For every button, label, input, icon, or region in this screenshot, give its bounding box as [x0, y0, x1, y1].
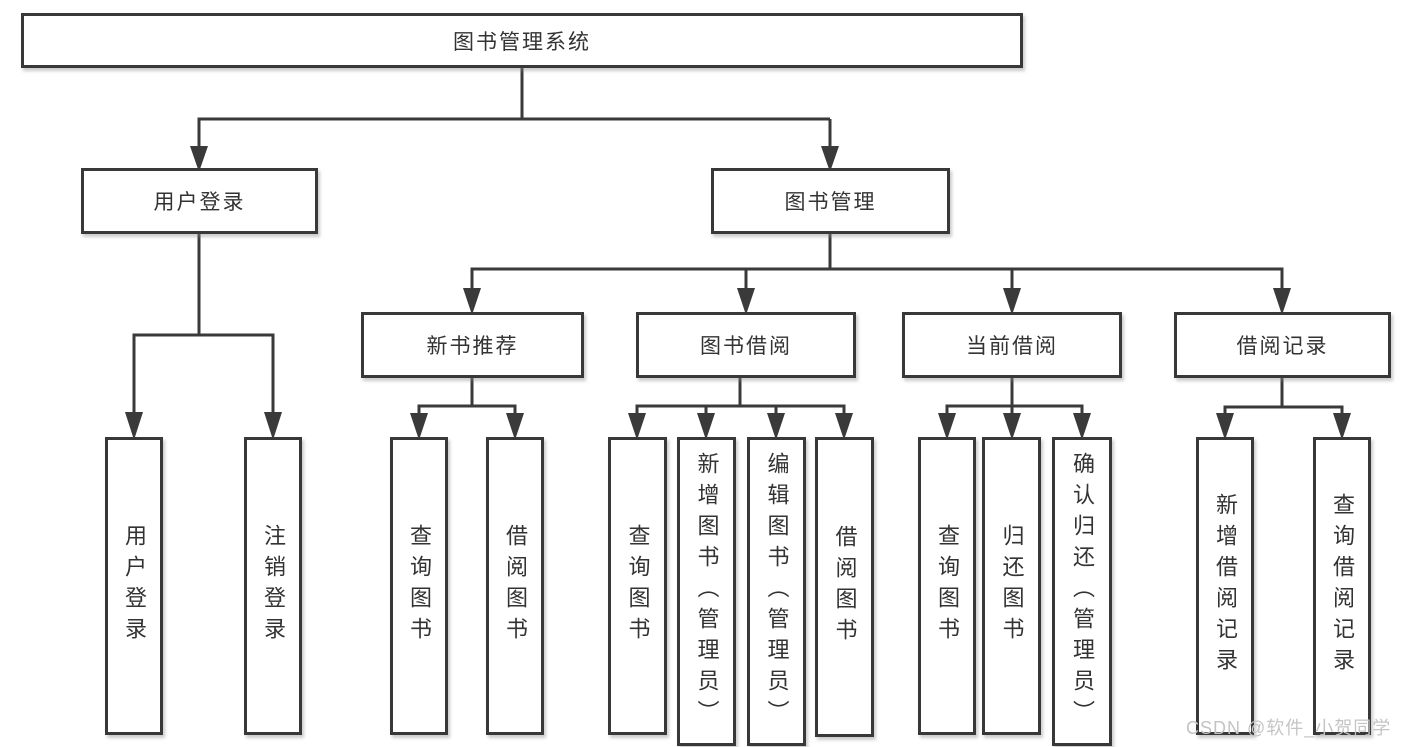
leaf-nb-borrow-books: 借阅图书: [486, 437, 544, 735]
leaf-cb-query-books-label: 查询图书: [935, 524, 960, 648]
leaf-br-add-record-label: 新增借阅记录: [1213, 493, 1238, 679]
connector-current-borrow-children: [945, 378, 1084, 415]
connector-borrow-records-children: [1223, 378, 1344, 415]
node-book-borrow: 图书借阅: [636, 312, 856, 378]
leaf-cb-confirm-return-admin: 确认归还（管理员）: [1052, 437, 1112, 746]
node-current-borrow-label: 当前借阅: [966, 335, 1058, 358]
connector-user-login-children: [132, 234, 275, 413]
node-borrow-records-label: 借阅记录: [1236, 335, 1329, 358]
leaf-bb-edit-books-admin-label: 编辑图书（管理员）: [764, 452, 790, 731]
node-borrow-records: 借阅记录: [1174, 312, 1391, 378]
node-new-book-recommend-label: 新书推荐: [426, 335, 519, 358]
leaf-user-login-label: 用户登录: [122, 524, 147, 648]
leaf-br-add-record: 新增借阅记录: [1196, 437, 1254, 735]
leaf-br-query-record-label: 查询借阅记录: [1330, 493, 1355, 679]
leaf-user-login: 用户登录: [105, 437, 163, 735]
arrowheads-borrow-records-children: [1216, 413, 1351, 440]
connector-book-mgmt-children: [470, 234, 1284, 289]
node-root: 图书管理系统: [21, 13, 1023, 68]
node-book-management: 图书管理: [711, 168, 950, 234]
leaf-bb-add-books-admin-label: 新增图书（管理员）: [694, 452, 720, 731]
arrowheads-current-borrow-children: [938, 413, 1091, 440]
leaf-nb-query-books-label: 查询图书: [407, 524, 432, 648]
node-user-login: 用户登录: [81, 168, 318, 234]
csdn-watermark: CSDN @软件_小贺同学: [1186, 718, 1392, 738]
arrowheads-new-books-children: [410, 413, 524, 440]
leaf-br-query-record: 查询借阅记录: [1313, 437, 1371, 735]
arrowheads-user-login-children: [125, 412, 282, 440]
arrowheads-level2: [190, 146, 839, 172]
leaf-cb-query-books: 查询图书: [918, 437, 976, 735]
node-new-book-recommend: 新书推荐: [361, 312, 584, 378]
leaf-bb-add-books-admin: 新增图书（管理员）: [677, 437, 736, 746]
leaf-bb-query-books-label: 查询图书: [625, 524, 651, 648]
arrowheads-book-mgmt-children: [463, 288, 1291, 315]
connector-root-to-level2: [197, 68, 832, 147]
leaf-cb-return-books-label: 归还图书: [999, 524, 1025, 648]
node-book-management-label: 图书管理: [784, 191, 877, 214]
node-current-borrow: 当前借阅: [902, 312, 1122, 378]
connector-book-borrow-children: [635, 378, 846, 415]
node-user-login-label: 用户登录: [153, 191, 246, 214]
leaf-logout: 注销登录: [244, 437, 302, 735]
node-root-label: 图书管理系统: [453, 30, 591, 54]
leaf-bb-borrow-books-label: 借阅图书: [832, 525, 858, 649]
leaf-nb-query-books: 查询图书: [390, 437, 448, 735]
leaf-logout-label: 注销登录: [261, 524, 286, 648]
node-book-borrow-label: 图书借阅: [700, 335, 792, 358]
leaf-bb-query-books: 查询图书: [608, 437, 667, 735]
leaf-cb-return-books: 归还图书: [982, 437, 1041, 735]
arrowheads-book-borrow-children: [628, 413, 853, 440]
leaf-cb-confirm-return-admin-label: 确认归还（管理员）: [1070, 452, 1095, 731]
leaf-bb-edit-books-admin: 编辑图书（管理员）: [747, 437, 806, 746]
connector-new-books-children: [417, 378, 517, 415]
leaf-bb-borrow-books: 借阅图书: [815, 437, 874, 737]
leaf-nb-borrow-books-label: 借阅图书: [503, 524, 528, 648]
